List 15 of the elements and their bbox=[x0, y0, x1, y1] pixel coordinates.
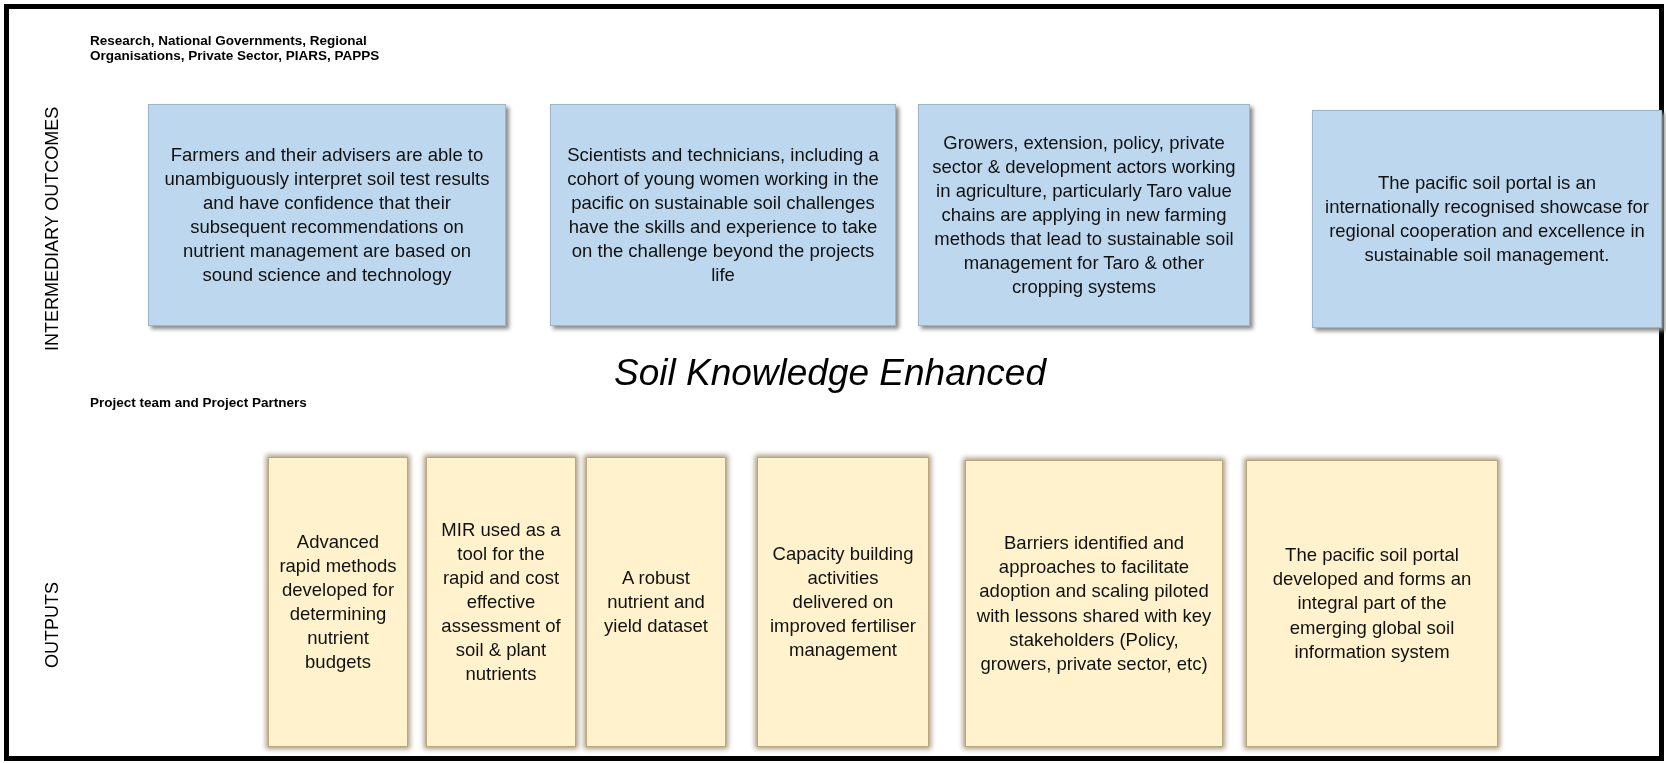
output-box: MIR used as a tool for the rapid and cost effective assessment of soil & plant nutrients bbox=[426, 457, 576, 747]
output-box: Capacity building activities delivered on improved fertiliser management bbox=[757, 457, 929, 747]
output-box: Advanced rapid methods developed for determining nutrient budgets bbox=[268, 457, 408, 747]
output-box: The pacific soil portal developed and forms an integral part of the emerging global soil information system bbox=[1246, 460, 1498, 747]
outcome-box: The pacific soil portal is an internationally recognised showcase for regional cooperation and excellence in sustainable soil management. bbox=[1312, 110, 1662, 328]
output-box: Barriers identified and approaches to facilitate adoption and scaling piloted with lessons shared with key stakeholders (Policy, growers, private sector, etc) bbox=[965, 460, 1223, 747]
output-box: A robust nutrient and yield dataset bbox=[586, 457, 726, 747]
outcome-box: Farmers and their advisers are able to unambiguously interpret soil test results and have confidence that their subsequent recommendations on nutrient management are based on sound science and technology bbox=[148, 104, 506, 326]
stakeholder-note: Research, National Governments, Regional Organisations, Private Sector, PIARS, PAPPS bbox=[90, 33, 381, 63]
outcome-box: Scientists and technicians, including a cohort of young women working in the pacific on sustainable soil challenges have the skills and experience to take on the challenge beyond the projects life bbox=[550, 104, 896, 326]
stakeholder-note: Project team and Project Partners bbox=[90, 395, 308, 410]
section-label: INTERMEDIARY OUTCOMES bbox=[42, 105, 63, 354]
heading: Soil Knowledge Enhanced bbox=[613, 352, 1048, 394]
section-label: OUTPUTS bbox=[42, 581, 63, 670]
outcome-box: Growers, extension, policy, private sector & development actors working in agriculture, particularly Taro value chains are applying in new farming methods that lead to sustainable soil management for Taro & other cropping systems bbox=[918, 104, 1250, 326]
